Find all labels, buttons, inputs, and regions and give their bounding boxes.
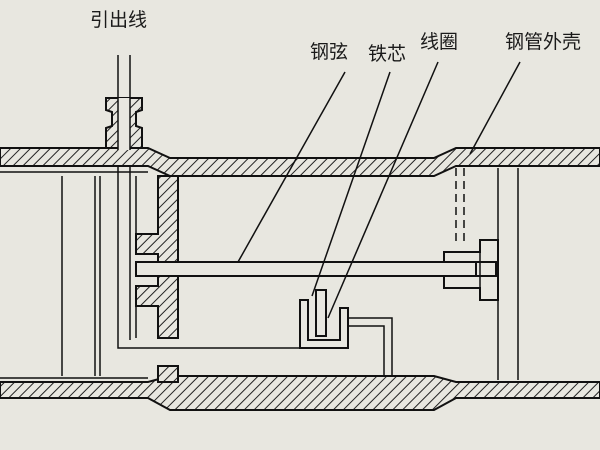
iron-core [315, 289, 327, 337]
connector-bore [118, 98, 130, 150]
tube-top-wall [0, 147, 600, 177]
coil-wire [348, 317, 393, 376]
label-steel-tube-shell: 钢管外壳 [505, 31, 581, 53]
coil-wire [348, 325, 385, 376]
label-steel-string: 钢弦 [310, 41, 348, 63]
label-lead-wire: 引出线 [90, 9, 147, 31]
bottom-step-block [157, 365, 179, 383]
leader-tube-shell [469, 61, 521, 155]
label-coil: 线圈 [420, 31, 458, 53]
steel-string [135, 261, 497, 277]
coil-housing [299, 299, 349, 349]
leader-iron-core [311, 71, 391, 297]
leader-steel-string [237, 71, 346, 263]
label-iron-core: 铁芯 [368, 43, 406, 65]
lead-wire-inner [117, 166, 300, 349]
leader-coil [327, 61, 439, 319]
